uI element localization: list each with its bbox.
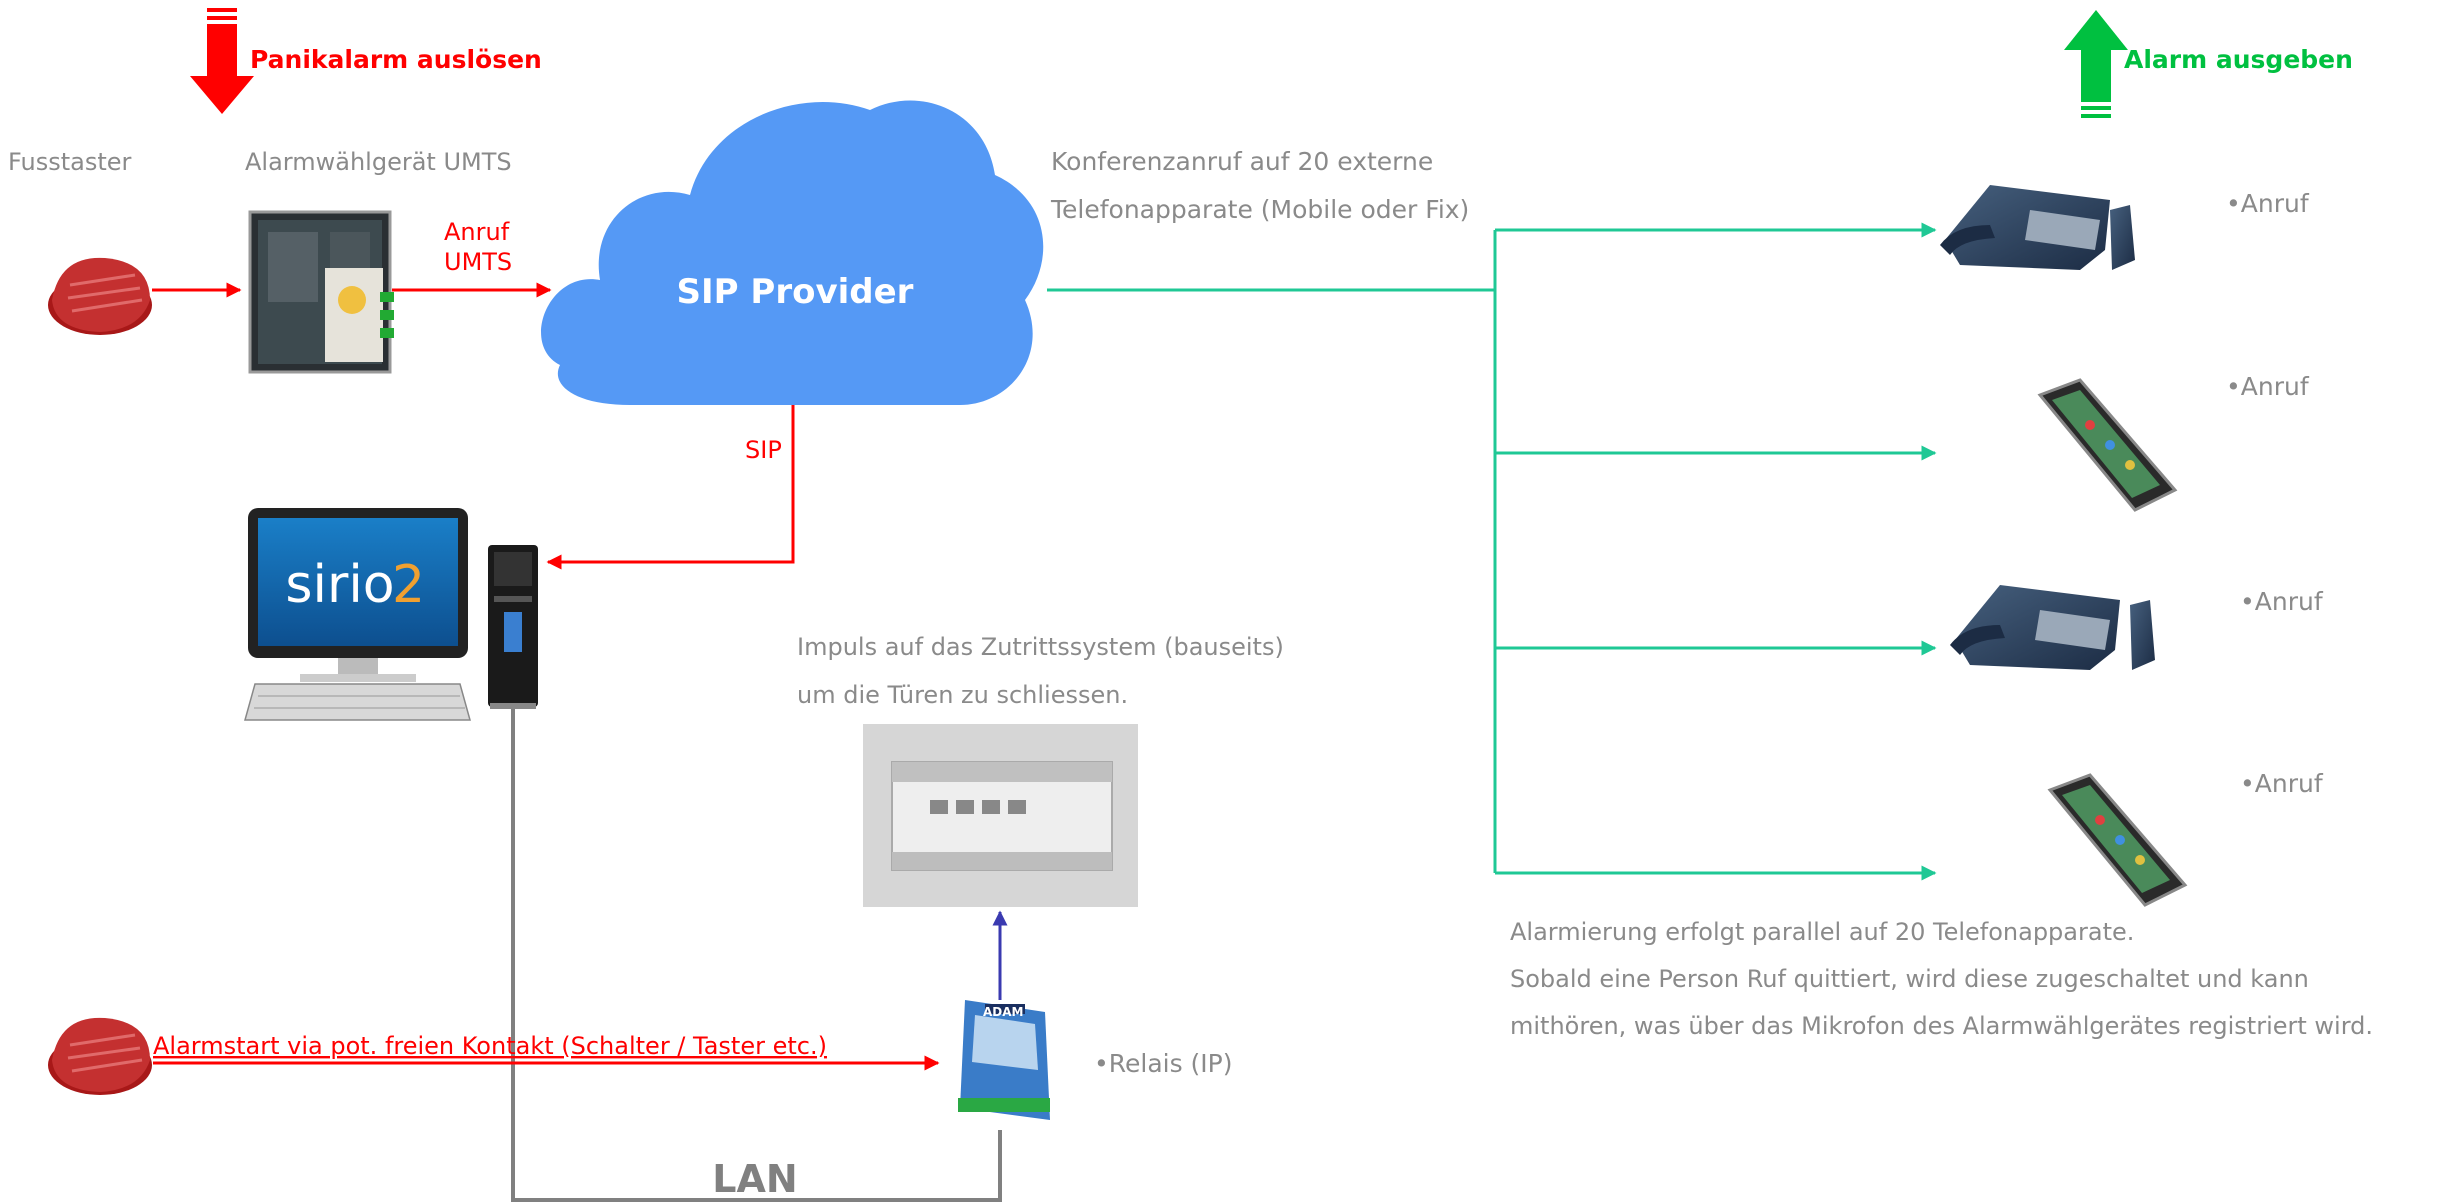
lan-label: LAN (712, 1157, 797, 1201)
note-line-1: Alarmierung erfolgt parallel auf 20 Tele… (1510, 918, 2134, 946)
phone-1-label: •Anruf (2226, 189, 2310, 218)
contact-label: Alarmstart via pot. freien Kontakt (Scha… (153, 1032, 827, 1060)
panic-label: Panikalarm auslösen (250, 45, 542, 74)
conference-text-2: Telefonapparate (Mobile oder Fix) (1050, 195, 1469, 224)
relay-brand-text: ADAM (983, 1005, 1023, 1019)
phone-2-label: •Anruf (2226, 372, 2310, 401)
access-text-2: um die Türen zu schliessen. (797, 681, 1128, 709)
pc-logo-text: sirio (285, 555, 394, 615)
foot-switch-label: Fusstaster (8, 148, 132, 176)
phone-3-label: •Anruf (2240, 587, 2324, 616)
sip-label: SIP (745, 436, 782, 464)
pc-monitor-icon (244, 508, 471, 721)
pc-tower-icon (488, 545, 538, 709)
conference-text-1: Konferenzanruf auf 20 externe (1051, 147, 1433, 176)
sip-provider-label: SIP Provider (677, 272, 914, 312)
mobile-phone-icon (2037, 378, 2178, 512)
desk-phone-icon (1950, 585, 2155, 670)
access-text-1: Impuls auf das Zutrittssystem (bauseits) (797, 633, 1284, 661)
dialer-label: Alarmwählgerät UMTS (245, 148, 512, 176)
mobile-phone-icon (2047, 773, 2188, 907)
call-umts-label-2: UMTS (444, 248, 512, 276)
pc-logo-sup: 2 (392, 555, 425, 615)
ip-relay-module-icon (958, 1000, 1050, 1120)
phone-4-label: •Anruf (2240, 769, 2324, 798)
foot-switch-icon (48, 257, 152, 335)
alarm-dialer-device-icon (248, 210, 394, 374)
alarm-output-label: Alarm ausgeben (2124, 45, 2353, 74)
desk-phone-icon (1940, 185, 2135, 270)
alarm-output-arrow-icon (2064, 10, 2128, 118)
call-umts-label-1: Anruf (444, 218, 510, 246)
contact-switch-icon (48, 1017, 152, 1095)
access-control-module-icon (863, 724, 1138, 907)
sip-provider-cloud-icon (541, 100, 1044, 405)
note-line-3: mithören, was über das Mikrofon des Alar… (1510, 1012, 2373, 1040)
conference-lines (1047, 222, 1937, 881)
note-line-2: Sobald eine Person Ruf quittiert, wird d… (1510, 965, 2309, 993)
relay-label: •Relais (IP) (1094, 1049, 1233, 1078)
panic-arrow-icon (190, 8, 254, 114)
